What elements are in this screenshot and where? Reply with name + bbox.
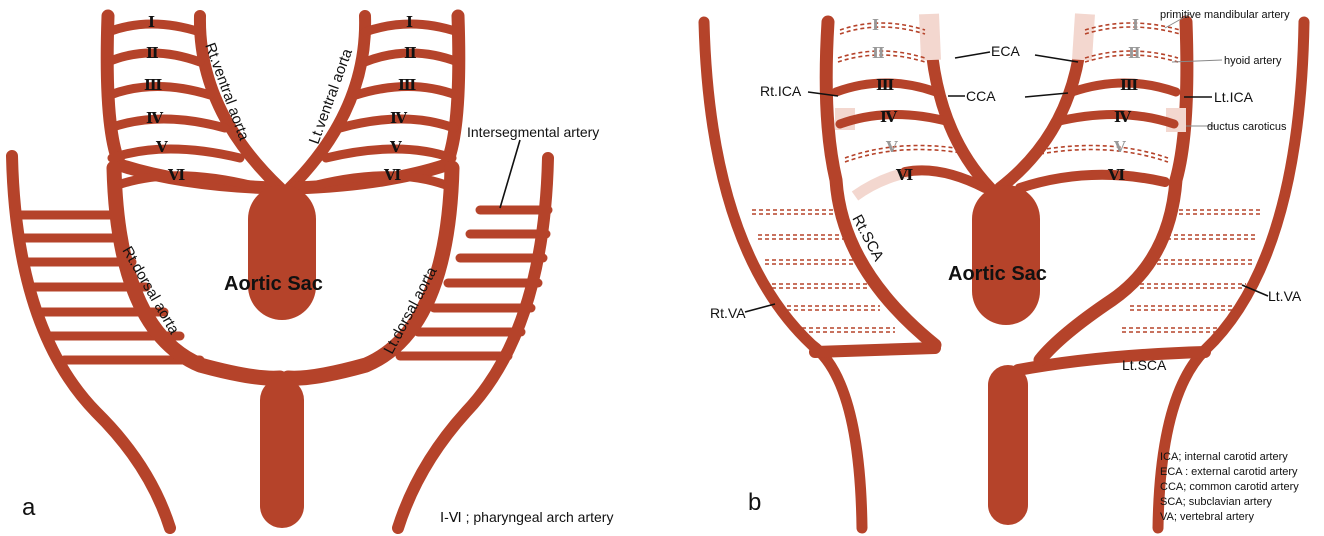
abbreviation-legend: ICA; internal carotid artery ECA : exter… [1160, 451, 1299, 523]
aortic-sac-label-b: Aortic Sac [948, 263, 1047, 285]
arch-numeral-rt-6: Ⅵ [167, 166, 185, 184]
panel-a: I Ⅱ Ⅲ Ⅳ Ⅴ Ⅵ I Ⅱ Ⅲ Ⅳ Ⅴ Ⅵ Rt.ventral aorta… [12, 13, 613, 528]
eca-label: ECA [991, 43, 1020, 59]
panel-a-legend: Ⅰ-Ⅵ ; pharyngeal arch artery [440, 509, 613, 525]
primitive-mandibular-artery-label: primitive mandibular artery [1160, 9, 1290, 21]
arch-numeral-rt-5: Ⅴ [155, 138, 168, 156]
arch-numeral-b-lt-2: Ⅱ [1128, 44, 1141, 62]
rt-ica-label: Rt.ICA [760, 83, 802, 99]
lt-arches-b [1020, 23, 1180, 188]
descending-aorta-b [988, 365, 1028, 525]
arch-numeral-b-lt-1: I [1132, 16, 1139, 34]
arch-numeral-b-lt-5: Ⅴ [1113, 138, 1126, 156]
legend-ica: ICA; internal carotid artery [1160, 451, 1288, 463]
aortic-sac-b [972, 185, 1040, 325]
arch-numeral-rt-3: Ⅲ [144, 76, 162, 94]
arch-numeral-b-rt-6: Ⅵ [895, 166, 913, 184]
arch-numeral-b-rt-4: Ⅳ [880, 108, 898, 126]
legend-eca: ECA : external carotid artery [1160, 466, 1298, 478]
panel-b-label: b [748, 489, 761, 516]
arch-numeral-b-lt-6: Ⅵ [1107, 166, 1125, 184]
arch-numeral-lt-3: Ⅲ [398, 76, 416, 94]
panel-b: I Ⅱ Ⅲ Ⅳ Ⅴ Ⅵ I Ⅱ Ⅲ Ⅳ Ⅴ Ⅵ ECA CCA Rt.ICA L [704, 9, 1304, 528]
aortic-sac-label-a: Aortic Sac [224, 273, 323, 295]
arch-numeral-b-lt-4: Ⅳ [1114, 108, 1132, 126]
rt-subclavian-connector [815, 348, 935, 352]
arch-numeral-lt-2: Ⅱ [404, 44, 417, 62]
panel-a-label: a [22, 494, 36, 521]
rt-va-label: Rt.VA [710, 305, 746, 321]
legend-sca: SCA; subclavian artery [1160, 496, 1272, 508]
lt-dorsal-trunk [1040, 22, 1187, 360]
arch-numeral-lt-1: I [406, 13, 413, 31]
lt-va-label: Lt.VA [1268, 288, 1302, 304]
arch-numeral-rt-1: I [148, 13, 155, 31]
rt-regressed-ventral-segment [929, 14, 931, 60]
arch-numeral-b-rt-2: Ⅱ [872, 44, 885, 62]
arch-numeral-b-rt-1: I [872, 16, 879, 34]
legend-va: VA; vertebral artery [1160, 511, 1254, 523]
lt-regressed-ventral-segment [1082, 14, 1085, 60]
hyoid-artery-label: hyoid artery [1224, 55, 1282, 67]
cca-label: CCA [966, 88, 996, 104]
descending-aorta [260, 378, 304, 528]
arch-numeral-rt-2: Ⅱ [146, 44, 159, 62]
arch-numeral-b-rt-3: Ⅲ [876, 76, 894, 94]
intersegmental-artery-label: Intersegmental artery [467, 124, 599, 140]
arch-numeral-b-rt-5: Ⅴ [885, 138, 898, 156]
arch-numeral-lt-5: Ⅴ [389, 138, 402, 156]
arch-numeral-b-lt-3: Ⅲ [1120, 76, 1138, 94]
legend-cca: CCA; common carotid artery [1160, 481, 1299, 493]
lt-ica-label: Lt.ICA [1214, 89, 1254, 105]
arch-numeral-rt-4: Ⅳ [146, 109, 164, 127]
ductus-caroticus-label: ductus caroticus [1207, 121, 1287, 133]
intersegmental-artery-leader [500, 140, 520, 208]
lt-sca-label: Lt.SCA [1122, 357, 1167, 373]
arch-numeral-lt-6: Ⅵ [383, 166, 401, 184]
arch-numeral-lt-4: Ⅳ [390, 109, 408, 127]
aortic-sac [248, 185, 316, 320]
